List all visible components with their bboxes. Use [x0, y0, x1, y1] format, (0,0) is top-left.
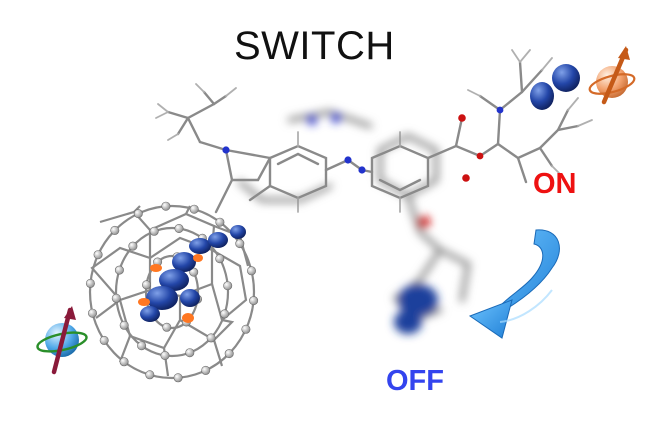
- carbon-atom: [247, 266, 257, 276]
- carbon-atom: [235, 239, 245, 249]
- carbon-atom: [223, 281, 233, 291]
- molecule-off-isomer: [237, 109, 471, 334]
- carbon-atom: [189, 267, 199, 277]
- carbon-atom: [128, 241, 138, 251]
- carbon-atom: [85, 278, 95, 288]
- curved-arrow-icon: [468, 229, 560, 339]
- carbon-atom: [114, 265, 124, 275]
- carbon-atom: [88, 308, 98, 318]
- diagram-title: SWITCH: [234, 24, 395, 68]
- carbon-atom: [111, 293, 121, 303]
- electron-spin-up-icon: [588, 46, 636, 105]
- hydrogen-atoms: [155, 49, 593, 213]
- carbon-atom: [133, 209, 143, 219]
- carbon-atom: [189, 204, 199, 214]
- carbon-atom: [119, 320, 129, 330]
- carbon-atom: [215, 217, 225, 227]
- carbon-atom: [149, 226, 159, 236]
- carbon-atom: [161, 201, 171, 211]
- carbon-atom: [99, 335, 109, 345]
- electron-spin-down-icon: [36, 306, 88, 375]
- carbon-atom: [137, 341, 147, 351]
- carbon-atom: [241, 324, 251, 334]
- state-off-label: OFF: [386, 365, 444, 397]
- molecule-backbone: [166, 60, 580, 214]
- carbon-atom: [215, 254, 225, 264]
- carbon-atom: [185, 348, 195, 358]
- carbon-atom: [220, 309, 230, 319]
- carbon-atom: [145, 370, 155, 380]
- carbon-atom: [142, 280, 152, 290]
- carbon-atom: [174, 224, 184, 234]
- spin-density-on: [530, 64, 580, 110]
- spin-density-cage: [138, 225, 246, 323]
- carbon-atom: [162, 322, 172, 332]
- carbon-atom: [173, 373, 183, 383]
- carbon-atom: [93, 250, 103, 260]
- carbon-atom: [160, 350, 170, 360]
- heteroatoms: [222, 106, 504, 182]
- carbon-atom: [249, 296, 259, 306]
- carbon-atom: [201, 365, 211, 375]
- carbon-atom: [119, 357, 129, 367]
- carbon-atom: [110, 225, 120, 235]
- state-on-label: ON: [533, 168, 577, 200]
- carbon-atom: [224, 349, 234, 359]
- carbon-atom: [206, 333, 216, 343]
